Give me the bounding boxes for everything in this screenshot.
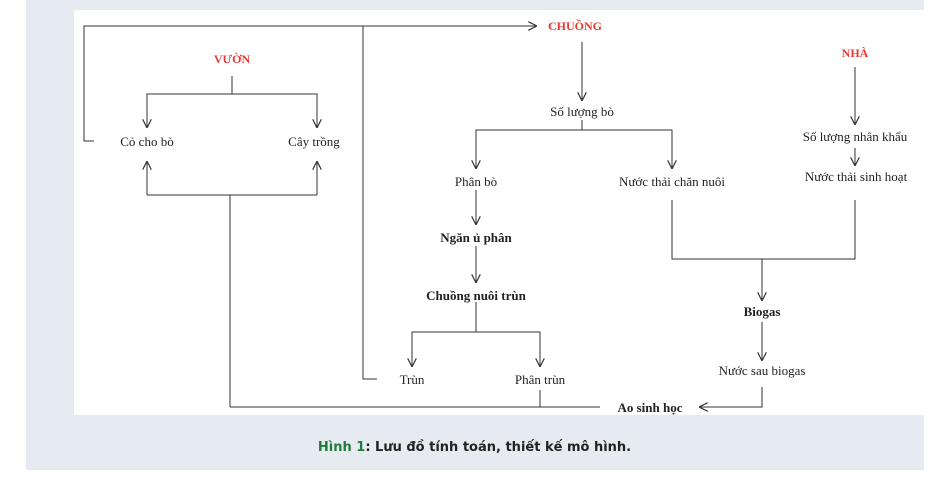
node-ngan-u-phan: Ngăn ủ phân — [440, 230, 512, 245]
node-nha: NHÀ — [842, 46, 869, 60]
node-so-luong-bo: Số lượng bò — [550, 104, 614, 119]
node-phan-bo: Phân bò — [455, 174, 497, 189]
node-chuong: CHUỒNG — [548, 18, 602, 33]
edge-chuong-trun-to-phan-trun — [476, 331, 540, 366]
edge-bo-to-nuoc-thai — [582, 129, 672, 168]
node-trun: Trùn — [400, 372, 425, 387]
figure-caption: Hình 1: Lưu đồ tính toán, thiết kế mô hì… — [0, 440, 949, 455]
edge-vuon-branch — [146, 93, 318, 127]
node-so-luong-nhan-khau: Số lượng nhân khẩu — [803, 129, 908, 144]
node-ao-sinh-hoc: Ao sinh học — [617, 400, 682, 415]
node-co-cho-bo: Cỏ cho bò — [120, 134, 173, 149]
node-phan-trun: Phân trùn — [515, 372, 566, 387]
node-cay-trong: Cây trồng — [288, 134, 340, 149]
flowchart: CHUỒNG VƯỜN NHÀ Cỏ cho bò Cây trồng Số l… — [83, 18, 908, 415]
edge-wastewater-merge — [671, 200, 856, 260]
edge-bo-split — [476, 120, 583, 168]
edge-loop-to-chuong — [83, 26, 536, 142]
caption-figure-number: Hình 1 — [317, 440, 366, 455]
caption-text: Lưu đồ tính toán, thiết kế mô hình. — [375, 440, 632, 455]
edge-nuoc-sau-to-ao — [700, 387, 763, 407]
edge-chuong-trun-split — [412, 302, 477, 366]
node-vuon: VƯỜN — [214, 52, 251, 66]
node-nuoc-thai-chan-nuoi: Nước thải chăn nuôi — [619, 174, 725, 189]
figure-frame: CHUỒNG VƯỜN NHÀ Cỏ cho bò Cây trồng Số l… — [26, 0, 927, 470]
node-nuoc-thai-sinh-hoat: Nước thải sinh hoạt — [805, 169, 908, 184]
caption-separator: : — [365, 440, 376, 455]
edge-trun-to-chuong — [362, 26, 377, 380]
node-nuoc-sau-biogas: Nước sau biogas — [719, 363, 806, 378]
node-biogas: Biogas — [744, 304, 781, 319]
node-chuong-nuoi-trun: Chuồng nuôi trùn — [426, 288, 526, 303]
diagram-canvas: CHUỒNG VƯỜN NHÀ Cỏ cho bò Cây trồng Số l… — [74, 10, 927, 415]
